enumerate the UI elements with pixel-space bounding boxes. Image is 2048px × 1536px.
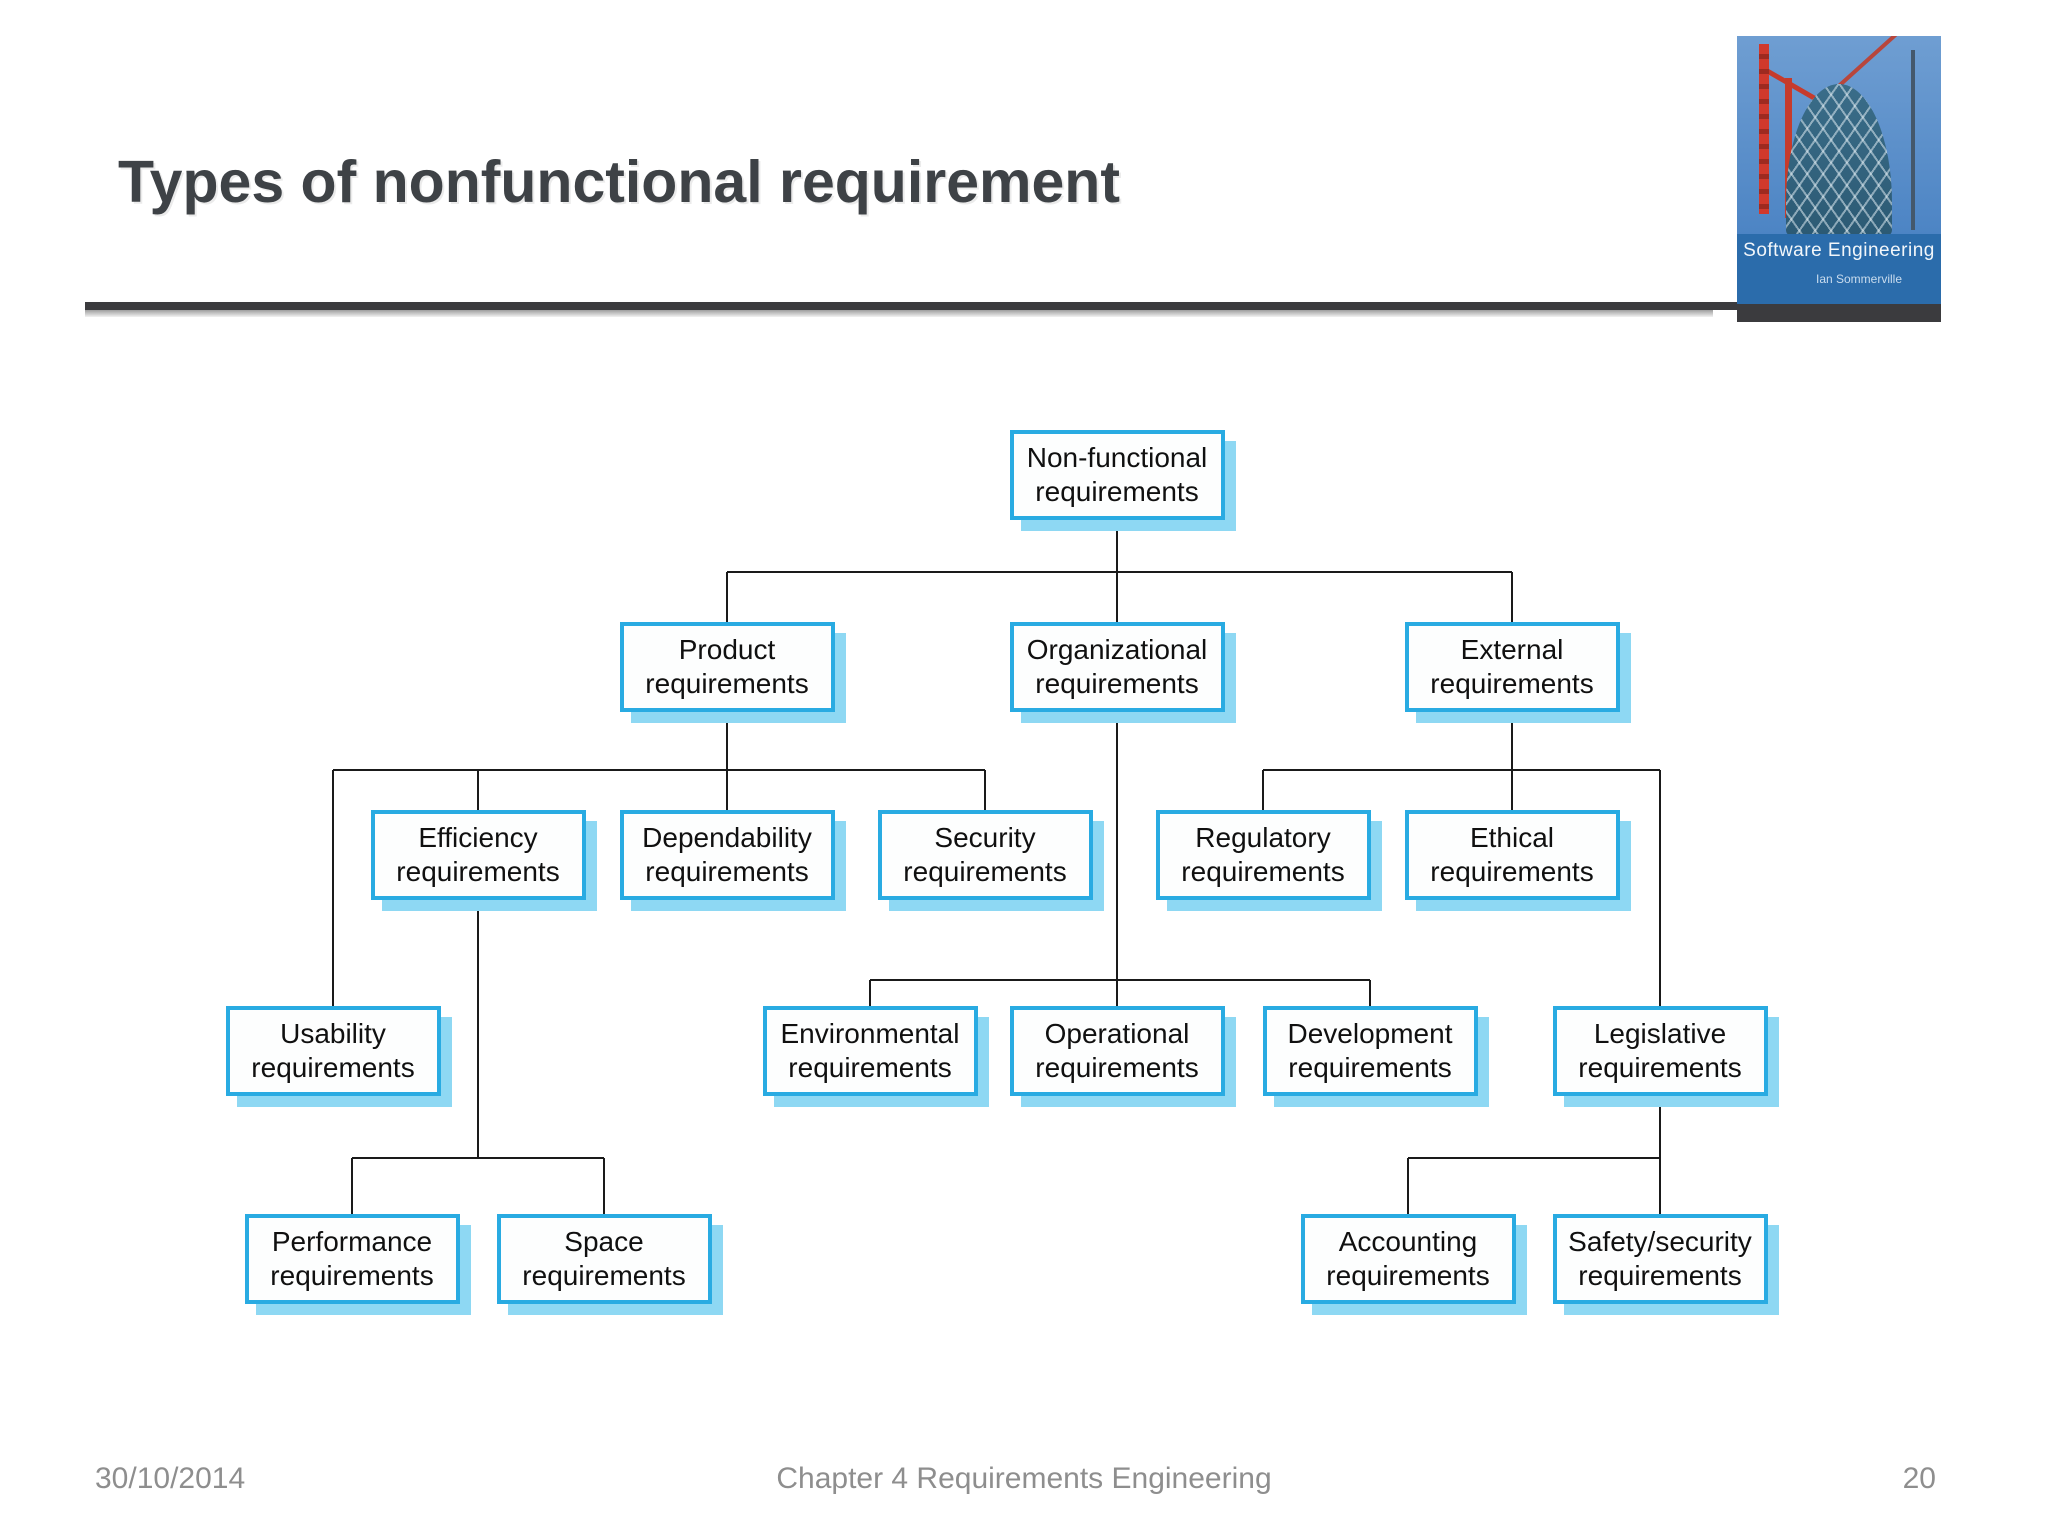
node-label: Usability requirements [251,1018,415,1083]
node-label: Security requirements [903,822,1067,887]
node-external: External requirements [1404,622,1620,712]
node-dependability: Dependability requirements [619,810,835,900]
footer-chapter: Chapter 4 Requirements Engineering [776,1462,1272,1495]
node-environmental: Environmental requirements [762,1006,978,1096]
footer-page-number: 20 [1902,1462,1936,1495]
node-product: Product requirements [619,622,835,712]
node-development: Development requirements [1262,1006,1478,1096]
footer-date: 30/10/2014 [95,1462,246,1495]
node-security: Security requirements [877,810,1093,900]
node-space: Space requirements [496,1214,712,1304]
node-nonfunctional: Non-functional requirements [1009,430,1225,520]
book-cover-band: Software Engineering Ian Sommerville [1737,234,1941,304]
node-usability: Usability requirements [225,1006,441,1096]
node-regulatory: Regulatory requirements [1155,810,1371,900]
crane-mast2-icon [1785,78,1792,218]
node-label: Environmental requirements [780,1018,960,1083]
crane-tower-icon [1911,50,1915,230]
node-efficiency: Efficiency requirements [370,810,586,900]
book-cover-title: Software Engineering [1743,240,1935,261]
node-label: Non-functional requirements [1026,442,1208,507]
book-cover-author: Ian Sommerville [1815,272,1903,286]
node-label: Performance requirements [270,1226,434,1291]
book-cover-bottom-strip [1737,304,1941,322]
node-label: Safety/security requirements [1568,1226,1752,1291]
page-title: Types of nonfunctional requirement [118,149,1120,215]
node-organizational: Organizational requirements [1009,622,1225,712]
node-label: Ethical requirements [1430,822,1594,887]
node-label: Regulatory requirements [1181,822,1345,887]
book-cover-image: Software Engineering Ian Sommerville [1737,36,1941,322]
crane-mast-icon [1759,44,1769,214]
node-label: Accounting requirements [1326,1226,1490,1291]
node-safety: Safety/security requirements [1552,1214,1768,1304]
node-ethical: Ethical requirements [1404,810,1620,900]
node-label: Product requirements [645,634,809,699]
title-divider-shadow [85,310,1713,317]
gherkin-building-icon [1786,84,1892,236]
title-divider [85,302,1941,310]
node-legislative: Legislative requirements [1552,1006,1768,1096]
node-label: Legislative requirements [1578,1018,1742,1083]
node-performance: Performance requirements [244,1214,460,1304]
node-label: Operational requirements [1035,1018,1199,1083]
node-label: Efficiency requirements [396,822,560,887]
node-label: Development requirements [1287,1018,1453,1083]
node-label: Dependability requirements [642,822,812,887]
node-accounting: Accounting requirements [1300,1214,1516,1304]
node-label: Space requirements [522,1226,686,1291]
node-label: External requirements [1430,634,1594,699]
node-operational: Operational requirements [1009,1006,1225,1096]
node-label: Organizational requirements [1026,634,1208,699]
